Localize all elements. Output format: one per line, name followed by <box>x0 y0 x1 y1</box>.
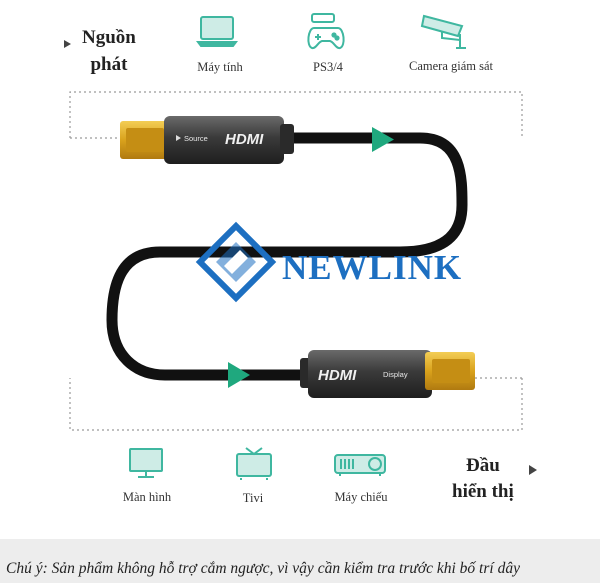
source-title: Nguồn phát <box>82 26 136 77</box>
note-text: Chú ý: Sản phẩm không hỗ trợ cắm ngược, … <box>6 560 520 577</box>
display-dotted-frame <box>69 378 523 431</box>
projector-icon <box>334 454 386 476</box>
source-title-line1: Nguồn <box>82 27 136 48</box>
source-hdmi-connector: Source HDMI <box>120 116 294 164</box>
source-connector-label: Source <box>184 134 208 143</box>
note-bar <box>0 539 600 583</box>
display-hdmi-connector: HDMI Display <box>300 350 475 398</box>
bottom-flow-arrow <box>228 362 250 388</box>
top-flow-arrow <box>372 127 394 152</box>
brand-logo-icon <box>195 221 277 303</box>
display-connector-label: Display <box>383 370 408 379</box>
display-title-line1: Đầu <box>465 455 500 476</box>
display-pointer-icon <box>529 465 537 475</box>
cctv-camera-icon <box>420 14 466 49</box>
laptop-icon <box>196 16 238 47</box>
device-label-gamepad: PS3/4 <box>313 60 343 74</box>
display-hdmi-logo: HDMI <box>318 367 357 384</box>
device-label-tv: Tivi <box>242 491 264 505</box>
tv-icon <box>236 447 272 480</box>
source-pointer-icon <box>64 40 71 48</box>
device-label-camera: Camera giám sát <box>409 59 493 73</box>
display-title-line2: hiển thị <box>452 481 514 502</box>
hdmi-cable <box>106 132 468 381</box>
source-title-line2: phát <box>90 54 128 75</box>
device-label-projector: Máy chiếu <box>334 490 388 504</box>
display-title: Đầu hiển thị <box>452 453 514 505</box>
brand-name: NEWLINK <box>282 248 463 287</box>
source-hdmi-logo: HDMI <box>225 131 264 148</box>
device-label-monitor: Màn hình <box>122 490 172 504</box>
source-dotted-frame <box>69 91 523 138</box>
device-label-laptop: Máy tính <box>197 60 243 74</box>
monitor-icon <box>129 448 163 478</box>
gamepad-icon <box>307 13 345 50</box>
